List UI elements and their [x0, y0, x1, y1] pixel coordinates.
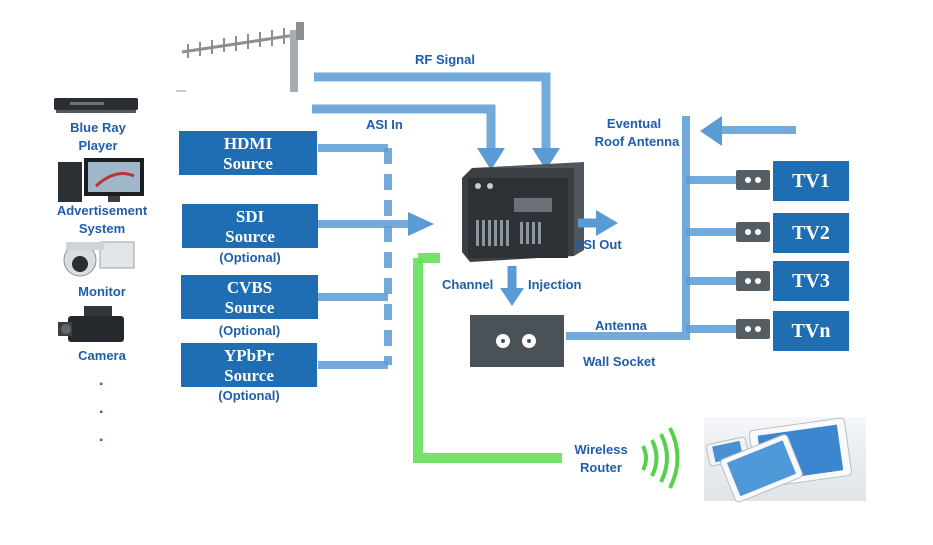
asi-in-line: [312, 104, 496, 150]
sdi-source-line1: SDI: [235, 207, 265, 226]
blu-ray-label: Blue Ray: [70, 120, 126, 135]
rf-signal-line: [314, 72, 551, 150]
channel-injection-arrowhead: [500, 288, 524, 306]
tv2-box: TV2: [773, 213, 849, 253]
tvn-box: TVn: [773, 311, 849, 351]
asi-in-label: ASI In: [366, 117, 403, 132]
blu-ray-player-icon: [54, 98, 138, 113]
ypbpr-source-box: YPbPr Source: [181, 343, 317, 387]
antenna-label: Antenna: [595, 318, 647, 333]
injection-label: Injection: [528, 277, 582, 292]
cvbs-source-box: CVBS Source: [181, 275, 318, 319]
roof-antenna-label-1: Eventual: [606, 116, 662, 131]
rf-signal-arrowhead: [532, 148, 560, 170]
wifi-waves-icon: [641, 427, 680, 489]
hdmi-source-line1: HDMI: [223, 134, 273, 153]
camera-label: Camera: [78, 348, 126, 363]
ellipsis-dot: .: [99, 428, 104, 445]
wireless-label: Wireless: [574, 442, 628, 457]
asi-in-arrowhead: [477, 148, 505, 170]
monitor-label: Monitor: [78, 284, 126, 299]
yagi-antenna-icon: [176, 22, 304, 92]
ypbpr-source-line1: YPbPr: [223, 346, 275, 365]
channel-label: Channel: [442, 277, 494, 292]
ypbpr-source-line2: Source: [224, 366, 274, 385]
advertisement-label: Advertisement: [56, 203, 148, 218]
wall-socket-label: Wall Socket: [583, 354, 656, 369]
roof-antenna-arrowhead: [700, 116, 722, 146]
cvbs-source-line2: Source: [224, 298, 275, 317]
advertisement-pc-icon: [58, 158, 144, 202]
tv-outlet-1: [736, 170, 770, 190]
rf-signal-label: RF Signal: [415, 52, 475, 67]
hdmi-source-line2: Source: [223, 154, 273, 173]
wall-socket-icon: [470, 315, 564, 367]
roof-antenna-label-2: Roof Antenna: [594, 134, 680, 149]
encoder-modulator-icon: [462, 162, 584, 262]
ellipsis-dot: .: [99, 400, 104, 417]
monitor-camera-icon: [63, 241, 135, 277]
wireless-line: [413, 258, 562, 463]
tablets-phones-icon: [704, 417, 866, 503]
advertisement-label-2: System: [78, 221, 126, 236]
asi-out-label: ASI Out: [574, 237, 622, 252]
distribution-lines: [566, 116, 796, 340]
ellipsis-dot: .: [99, 372, 104, 389]
cvbs-optional-label: (Optional): [218, 323, 281, 338]
sdi-optional-label: (Optional): [219, 250, 281, 265]
tv-outlet-3: [736, 271, 770, 291]
video-camera-icon: [58, 306, 124, 342]
hdmi-source-box: HDMI Source: [179, 131, 317, 175]
blu-ray-label-2: Player: [78, 138, 118, 153]
tv-outlet-n: [736, 319, 770, 339]
tv1-box: TV1: [773, 161, 849, 201]
tv3-box: TV3: [773, 261, 849, 301]
sources-arrowhead: [408, 212, 434, 236]
sdi-source-line2: Source: [225, 227, 275, 246]
router-label: Router: [580, 460, 622, 475]
tv-outlet-2: [736, 222, 770, 242]
ypbpr-optional-label: (Optional): [218, 388, 280, 403]
source-bus: [318, 144, 410, 369]
asi-out-arrowhead: [596, 210, 618, 236]
cvbs-source-line1: CVBS: [226, 278, 273, 297]
sdi-source-box: SDI Source: [182, 204, 318, 248]
